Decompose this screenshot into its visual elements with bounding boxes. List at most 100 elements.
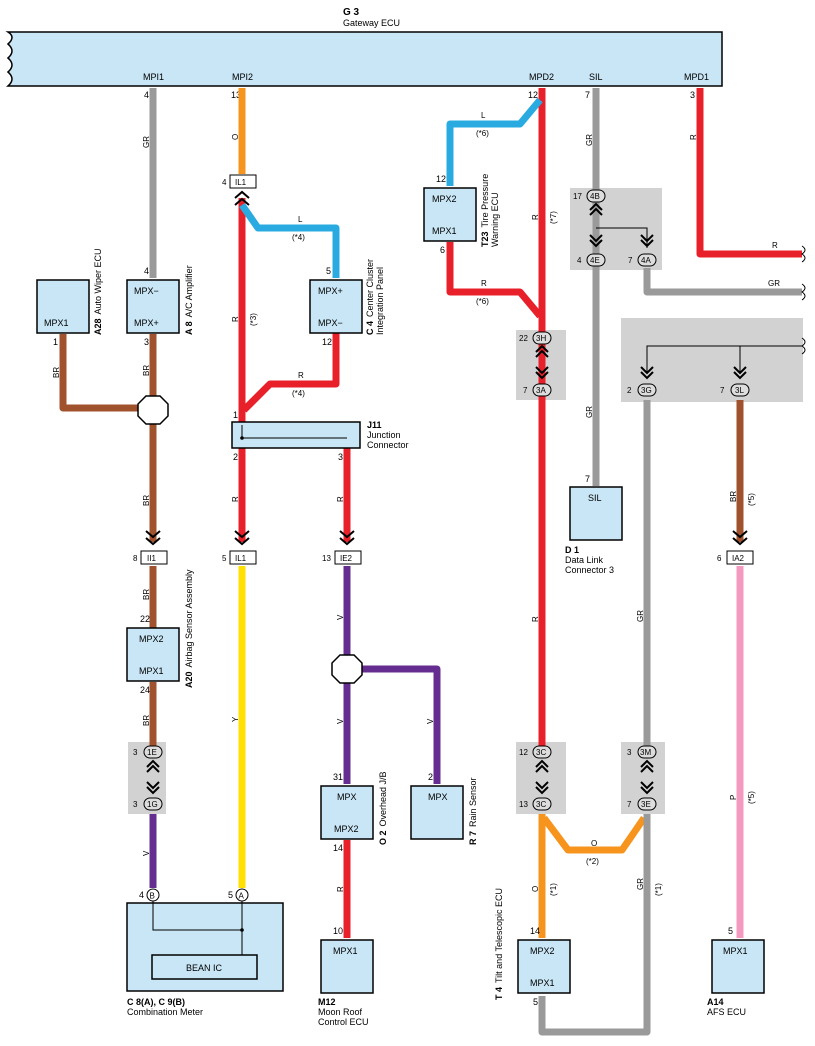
wire-break-r [801,245,806,263]
lbl-v4: V [142,850,151,856]
a20-term1: MPX2 [139,634,164,644]
gateway-term-mpi1: MPI1 [143,72,164,82]
lbl-r1: R [231,316,240,322]
auto-wiper-ecu [36,279,90,334]
c4-term1: MPX+ [318,286,343,296]
bean-ic-label: BEAN IC [186,963,223,973]
t23-pin1: 12 [436,174,446,184]
lbl-r7: R [231,496,240,502]
lbl-o3: O [531,886,540,892]
svg-text:8: 8 [133,554,138,563]
t23-term2: MPX1 [432,226,457,236]
lbl-v2: V [336,718,345,724]
svg-text:1G: 1G [147,800,158,809]
meter-code: C 8(A), C 9(B) [127,997,185,1007]
gateway-term-mpi2: MPI2 [232,72,253,82]
m12-name2: Control ECU [318,1017,369,1027]
pin-4a: 4A7 [628,234,657,267]
afs-ecu [711,939,765,994]
svg-text:IL1: IL1 [235,178,247,187]
lbl-l1: L [298,215,303,224]
svg-text:4E: 4E [590,256,600,265]
svg-text:3G: 3G [641,386,652,395]
lbl-gr4: GR [585,406,594,418]
meter-pin-b-label: B [150,892,155,901]
pin-1g: 1G 3 [133,781,163,811]
rain-sensor [410,785,464,840]
splice-br [137,395,169,425]
r7-label: R 7Rain Sensor [468,777,478,845]
t23-label2: Warning ECU [490,192,500,247]
c4-term2: MPX− [318,318,343,328]
lbl-note6a: (*6) [476,129,489,138]
lbl-r5: R [689,134,698,140]
svg-text:II1: II1 [147,554,156,563]
a14-pin: 5 [728,926,733,936]
a8-term1: MPX− [134,286,159,296]
wire-r-c4-j11 [241,332,340,413]
j11-name1: Junction [367,430,401,440]
svg-text:4: 4 [577,256,582,265]
lbl-gr1: GR [142,136,151,148]
d1-name2: Connector 3 [565,565,614,575]
lbl-br2: BR [142,365,151,376]
meter-pin-a-label: A [239,892,245,901]
svg-text:6: 6 [717,554,722,563]
m12-pin: 10 [333,926,343,936]
svg-text:3: 3 [133,800,138,809]
a20-pin1: 22 [140,614,150,624]
d1-name1: Data Link [565,555,604,565]
tire-pressure-ecu [423,187,477,242]
j11-name2: Connector [367,440,409,450]
pin-3m: 3M3 [627,745,657,773]
lbl-gr3: GR [768,279,780,288]
svg-text:2: 2 [627,386,632,395]
ac-amplifier [126,279,180,334]
lbl-note1b: (*1) [654,883,663,896]
meter-pin-b [146,888,160,902]
t23-pin2: 6 [440,245,445,255]
lbl-r2: R [298,371,304,380]
svg-text:17: 17 [573,192,582,201]
lbl-br4: BR [142,495,151,506]
svg-text:13: 13 [322,554,331,563]
lbl-br5: BR [142,589,151,600]
gateway-name: Gateway ECU [343,18,400,28]
overhead-jb [320,785,374,840]
gateway-pin-13: 13 [231,90,241,100]
svg-text:3: 3 [133,748,138,757]
t4-label: T 4Tilt and Telescopic ECU [494,888,504,1000]
lbl-note4b: (*4) [292,389,305,398]
lbl-o2: O [591,839,597,848]
d1-code: D 1 [565,545,579,555]
c4-pin2: 12 [322,337,332,347]
svg-text:4B: 4B [590,192,600,201]
connector-ia2: IA2 6 [717,530,754,565]
connector-ii1: II1 8 [133,530,168,565]
a20-label: A20Airbag Sensor Assembly [184,569,194,688]
pin-3a: 3A7 [523,366,552,397]
r7-term: MPX [428,792,448,802]
pin-4b: 4B 17 [573,189,606,216]
gateway-pin-12: 12 [528,90,538,100]
lbl-br1: BR [52,367,61,378]
splice-v [331,654,363,684]
meter-pin1: 4 [139,890,144,900]
lbl-br6: BR [142,715,151,726]
lbl-gr2: GR [585,134,594,146]
lbl-p1: P [729,795,738,800]
lbl-note1a: (*1) [549,883,558,896]
lbl-r10: R [336,886,345,892]
meter-pin2: 5 [228,890,233,900]
lbl-y1: Y [231,716,240,722]
d1-term: SIL [588,493,602,503]
gateway-pin-3: 3 [690,90,695,100]
gateway-term-mpd2: MPD2 [529,72,554,82]
wire-v-rain [360,665,441,784]
svg-text:3A: 3A [536,386,546,395]
bus-line-3g [646,345,802,372]
m12-code: M12 [318,997,336,1007]
